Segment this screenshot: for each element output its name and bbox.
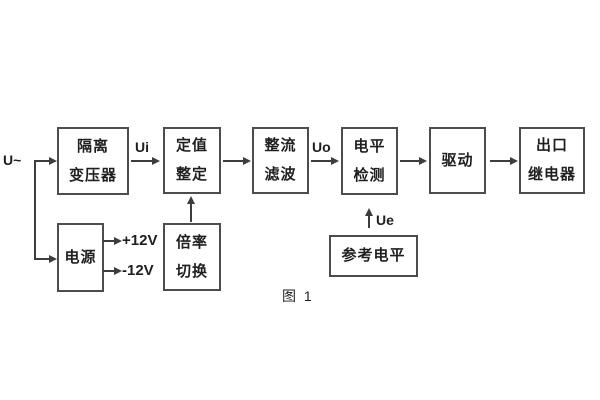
block-label: 驱动 — [441, 151, 474, 169]
label-uo: Uo — [312, 139, 331, 155]
arrowhead-transformer-to-setting-icon — [152, 157, 160, 165]
input-branch-line — [34, 160, 36, 260]
arrow-drive-to-relay — [490, 160, 511, 162]
arrow-setting-to-rectifier — [223, 160, 244, 162]
block-drive: 驱动 — [429, 127, 486, 194]
label-ue: Ue — [376, 212, 394, 228]
arrow-level-to-drive — [400, 160, 420, 162]
block-label: 定值 — [175, 137, 208, 154]
block-output-relay: 出口 继电器 — [519, 127, 585, 194]
figure-caption: 图 1 — [282, 288, 314, 304]
arrow-input-to-power — [34, 258, 50, 260]
arrow-plus-rail — [103, 240, 115, 242]
block-label: 继电器 — [527, 166, 576, 183]
block-label: 整流 — [264, 137, 297, 154]
arrowhead-ratio-to-setting-icon — [187, 196, 195, 204]
arrowhead-setting-to-rectifier-icon — [243, 157, 251, 165]
arrowhead-rectifier-to-level-icon — [331, 157, 339, 165]
arrowhead-reference-to-level-icon — [365, 208, 373, 216]
block-label: 整定 — [175, 166, 208, 183]
block-power-supply: 电源 — [57, 223, 104, 292]
block-label: 检测 — [353, 166, 386, 184]
arrow-transformer-to-setting — [131, 160, 153, 162]
label-ui: Ui — [135, 139, 149, 155]
block-ratio-switch: 倍率 切换 — [163, 223, 221, 291]
arrowhead-level-to-drive-icon — [419, 157, 427, 165]
label-input-voltage: U~ — [3, 152, 22, 168]
arrowhead-plus-rail-icon — [114, 237, 122, 245]
block-reference-level: 参考电平 — [329, 235, 418, 277]
arrowhead-input-to-transformer-icon — [49, 157, 57, 165]
arrow-rectifier-to-level — [311, 160, 332, 162]
block-label: 隔离 — [76, 137, 109, 155]
block-label: 滤波 — [264, 166, 297, 183]
arrowhead-minus-rail-icon — [114, 267, 122, 275]
block-label: 出口 — [535, 137, 568, 154]
block-isolation-transformer: 隔离 变压器 — [57, 127, 129, 195]
label-plus-12v: +12V — [122, 232, 158, 249]
block-rectifier-filter: 整流 滤波 — [252, 127, 309, 194]
block-level-detection: 电平 检测 — [341, 127, 398, 195]
block-label: 倍率 — [175, 233, 208, 251]
label-minus-12v: -12V — [122, 262, 154, 279]
arrow-minus-rail — [103, 270, 115, 272]
block-setting: 定值 整定 — [163, 127, 221, 194]
block-label: 电平 — [353, 137, 386, 155]
arrow-reference-to-level — [368, 215, 370, 228]
block-label: 切换 — [175, 262, 208, 280]
block-label: 变压器 — [68, 166, 117, 184]
arrowhead-input-to-power-icon — [49, 255, 57, 263]
arrowhead-drive-to-relay-icon — [510, 157, 518, 165]
block-label: 电源 — [64, 248, 97, 266]
block-label: 参考电平 — [341, 247, 406, 264]
arrow-input-to-transformer — [34, 160, 50, 162]
arrow-ratio-to-setting — [190, 203, 192, 222]
